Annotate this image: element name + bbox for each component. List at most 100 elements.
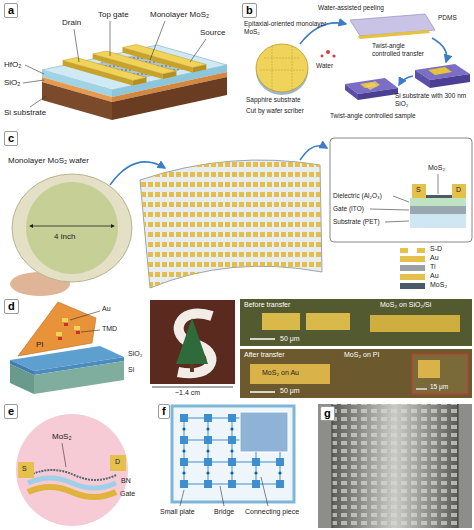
peel-transfer-d xyxy=(250,364,330,384)
flexible-array-c xyxy=(140,160,322,288)
part-label: Connecting piece xyxy=(245,508,299,516)
kirigami-grid-f xyxy=(204,458,212,466)
scale-label: 50 μm xyxy=(280,387,300,395)
kirigami-grid-f xyxy=(228,480,236,488)
panel-letter: b xyxy=(242,3,257,18)
kirigami-grid-f xyxy=(228,458,236,466)
flexible-array-c xyxy=(410,198,466,206)
transfer-scheme-b xyxy=(345,84,358,100)
roll-photo-g xyxy=(332,404,333,528)
peel-transfer-d xyxy=(58,337,62,340)
peel-transfer-d xyxy=(240,349,472,398)
flexible-array-c xyxy=(400,248,408,253)
kirigami-grid-f xyxy=(236,462,252,463)
wavy-device-e xyxy=(16,414,128,526)
layer-label: SiO₂ xyxy=(4,78,20,88)
leader-line xyxy=(25,65,44,74)
kirigami-grid-f xyxy=(254,471,257,474)
peel-transfer-d xyxy=(81,330,100,332)
layer-label: HfO₂ xyxy=(4,60,21,70)
kirigami-grid-f xyxy=(230,449,233,452)
dimension-label: ~1.4 cm xyxy=(175,389,200,397)
image-label: Before transfer xyxy=(244,301,290,309)
peel-transfer-d xyxy=(176,318,208,364)
part-label: Si substrate with 300 nm SiO₂ xyxy=(395,92,471,108)
transfer-scheme-b xyxy=(264,58,300,59)
step-label: Twist-angle controlled transfer xyxy=(372,42,430,58)
transfer-scheme-b xyxy=(256,44,308,92)
flexible-array-c xyxy=(140,160,322,288)
kirigami-grid-f xyxy=(228,436,236,444)
transfer-scheme-b xyxy=(428,67,452,75)
flexible-array-c xyxy=(26,182,118,274)
kirigami-grid-f xyxy=(206,427,209,430)
terminal-label: D xyxy=(115,458,120,466)
layer-label: Ti xyxy=(430,263,436,271)
kirigami-grid-f xyxy=(188,418,204,419)
peel-transfer-d xyxy=(18,302,96,356)
peel-transfer-d xyxy=(370,315,460,332)
peel-transfer-d xyxy=(262,313,300,330)
kirigami-grid-f xyxy=(180,436,188,444)
part-label: Source xyxy=(200,28,225,38)
part-label: Epitaxial-oriented monolayer MoS₂ xyxy=(244,20,344,36)
flexible-array-c xyxy=(400,256,425,262)
kirigami-grid-f xyxy=(206,471,209,474)
layer-label: MoS₂ xyxy=(430,281,447,289)
wavy-device-e xyxy=(62,443,66,467)
panel-letter: c xyxy=(4,131,18,146)
flexible-array-c xyxy=(400,283,425,289)
kirigami-grid-f xyxy=(240,412,288,452)
peel-transfer-d xyxy=(250,338,275,340)
peel-transfer-d xyxy=(34,361,124,394)
flexible-array-c xyxy=(370,209,409,210)
layer-label: Si substrate xyxy=(4,108,46,118)
peel-transfer-d xyxy=(416,388,427,389)
kirigami-grid-f xyxy=(278,471,281,474)
wavy-device-e xyxy=(16,414,128,526)
kirigami-grid-f xyxy=(206,449,209,452)
wavy-device-e xyxy=(110,455,126,471)
peel-transfer-d xyxy=(10,299,472,398)
transfer-scheme-b xyxy=(399,76,413,85)
leader-line xyxy=(110,21,111,56)
kirigami-grid-f xyxy=(212,418,228,419)
flexible-array-c xyxy=(438,174,439,194)
panel-letter: f xyxy=(158,404,170,419)
dimension-label: 4 inch xyxy=(54,232,75,242)
transfer-scheme-b xyxy=(332,54,335,57)
peel-transfer-d xyxy=(64,323,68,326)
wavy-device-e xyxy=(18,462,34,478)
kirigami-grid-f xyxy=(276,480,284,488)
flexible-array-c xyxy=(410,214,466,228)
wavy-device-e xyxy=(30,470,116,480)
kirigami-grid-f xyxy=(212,440,228,441)
peel-transfer-d xyxy=(152,387,233,388)
roll-photo-g xyxy=(332,404,458,528)
flexible-array-c xyxy=(400,265,425,271)
peel-transfer-d xyxy=(412,354,468,394)
part-label: MoS₂ xyxy=(52,432,72,442)
flexible-array-c xyxy=(410,206,466,214)
kirigami-grid-f xyxy=(228,414,236,422)
flexible-array-c xyxy=(400,274,425,280)
panel-letter: e xyxy=(4,404,18,419)
peel-transfer-d xyxy=(62,318,68,322)
terminal-label: D xyxy=(456,186,461,194)
step-label: Twist-angle controlled sample xyxy=(330,112,416,120)
panel-letter: g xyxy=(320,406,335,421)
part-label: Monolayer MoS₂ xyxy=(150,10,209,20)
peel-transfer-d xyxy=(150,300,235,384)
device-3d-a xyxy=(42,82,112,120)
kirigami-grid-f xyxy=(252,480,260,488)
roll-photo-g xyxy=(318,404,472,528)
flexible-array-c xyxy=(300,146,327,160)
layer-label: Substrate (PET) xyxy=(333,218,380,226)
kirigami-grid-f xyxy=(230,471,233,474)
peel-transfer-d xyxy=(250,391,275,393)
peel-transfer-d xyxy=(74,326,80,330)
kirigami-grid-f xyxy=(220,486,224,506)
transfer-scheme-b xyxy=(430,74,470,88)
terminal-label: S xyxy=(22,465,27,473)
